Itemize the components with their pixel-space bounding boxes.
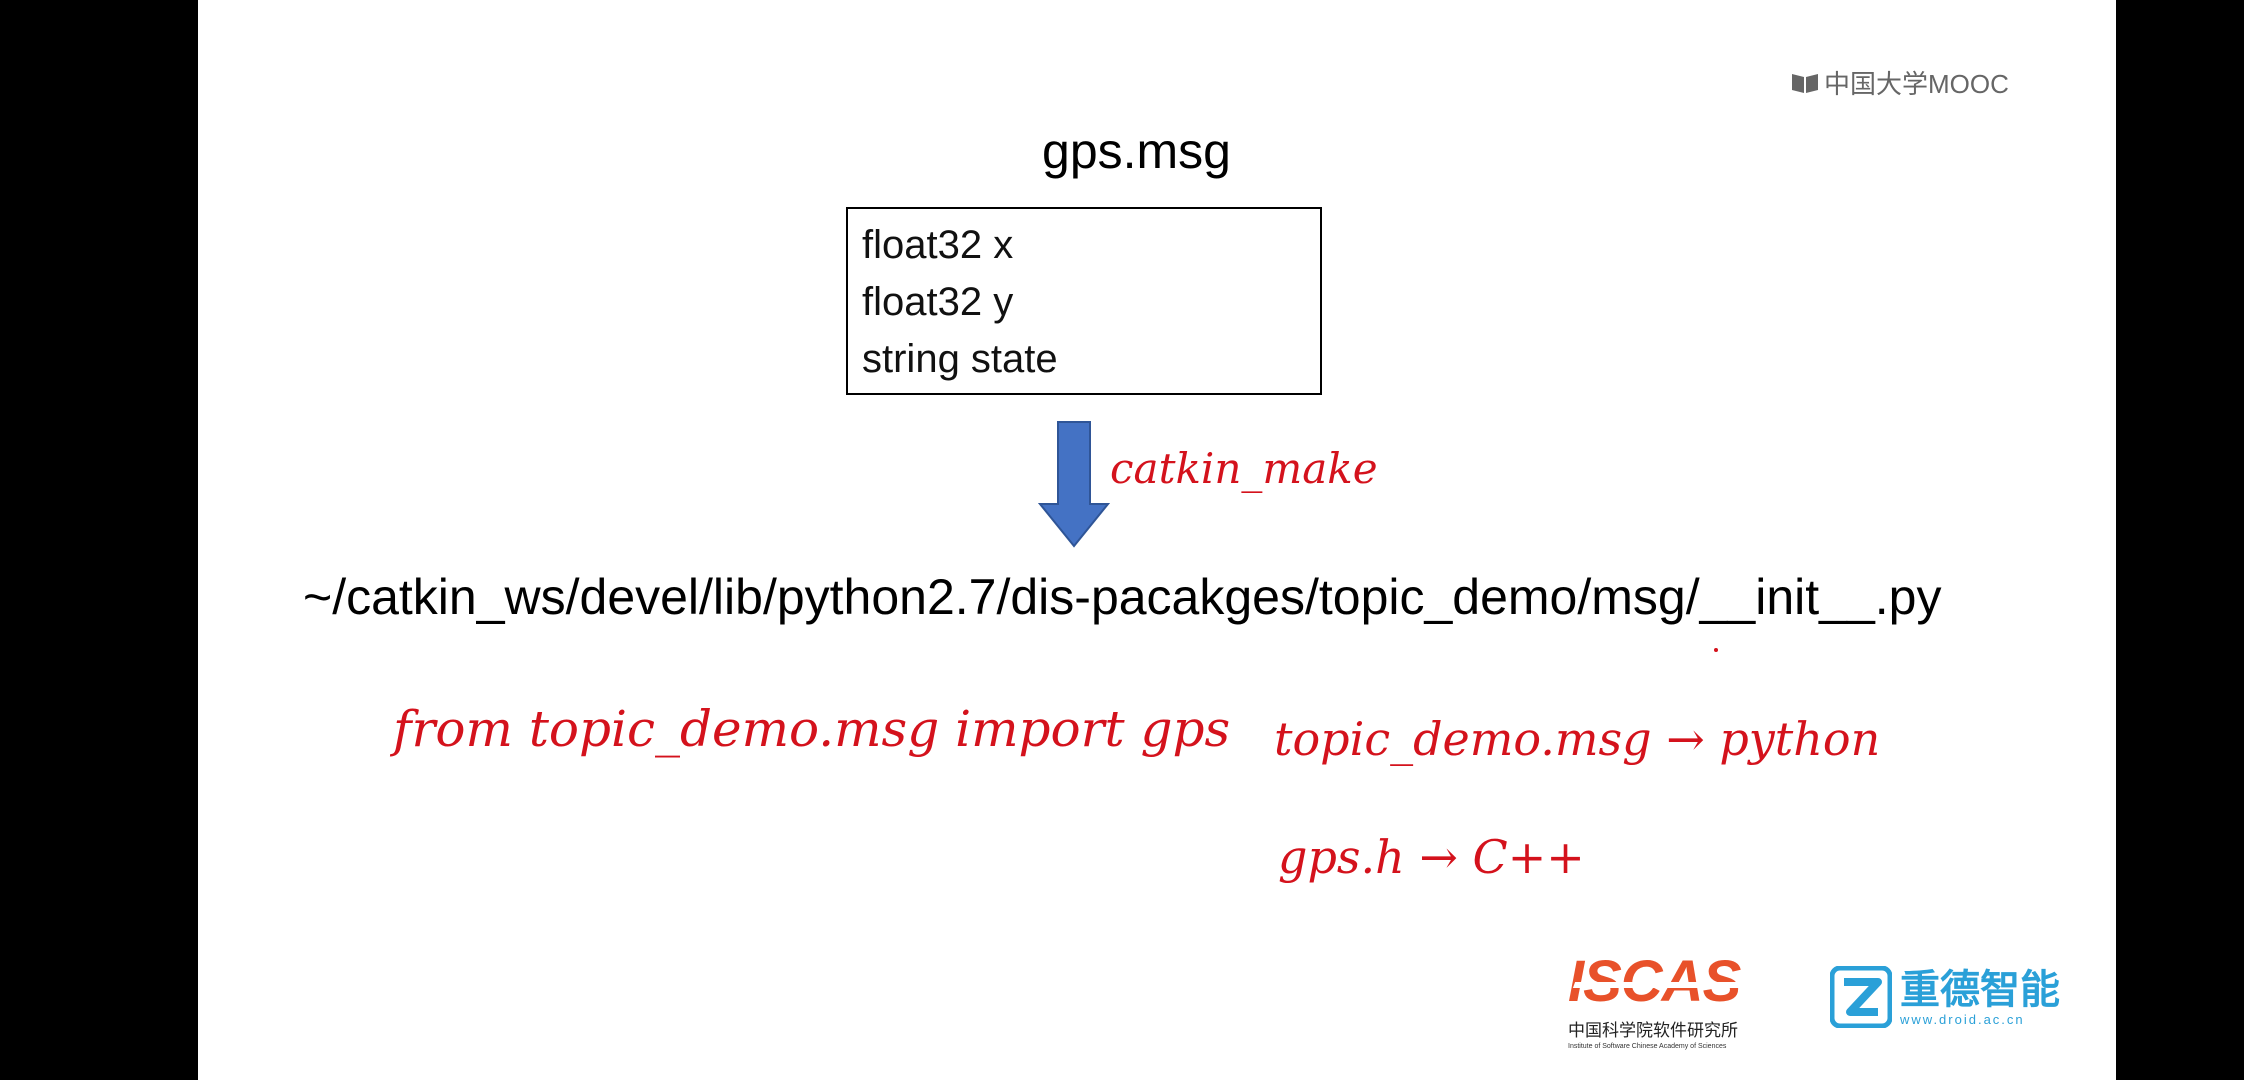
python-mapping-note: topic_demo.msg → python bbox=[1274, 712, 1881, 766]
msg-definition-box: float32 x float32 y string state bbox=[846, 207, 1322, 395]
iscas-wordmark: ISCAS bbox=[1568, 952, 1780, 1012]
mooc-watermark: 中国大学MOOC bbox=[1790, 64, 2009, 101]
droid-name: 重德智能 bbox=[1900, 967, 2060, 1012]
msg-field: float32 x bbox=[862, 223, 1014, 267]
iscas-english-name: Institute of Software Chinese Academy of… bbox=[1568, 1043, 1727, 1050]
droid-z-icon bbox=[1830, 966, 1892, 1028]
generated-file-path: ~/catkin_ws/devel/lib/python2.7/dis-paca… bbox=[303, 569, 1942, 625]
droid-url: www.droid.ac.cn bbox=[1900, 1011, 2025, 1027]
msg-field: string state bbox=[862, 337, 1058, 381]
import-statement-note: from topic_demo.msg import gps bbox=[393, 700, 1231, 758]
catkin-make-annotation: catkin_make bbox=[1110, 444, 1378, 493]
down-arrow-icon bbox=[1038, 421, 1110, 548]
iscas-chinese-name: 中国科学院软件研究所 bbox=[1568, 1021, 1738, 1041]
droid-logo: 重德智能 www.droid.ac.cn bbox=[1830, 966, 2060, 1028]
cpp-mapping-note: gps.h → C++ bbox=[1278, 830, 1585, 884]
mooc-text: 中国大学MOOC bbox=[1824, 69, 2009, 99]
book-icon bbox=[1792, 73, 1818, 93]
ink-dot bbox=[1714, 648, 1718, 652]
iscas-logo: ISCAS 中国科学院软件研究所 Institute of Software C… bbox=[1568, 952, 1780, 1050]
msg-filename: gps.msg bbox=[1042, 123, 1231, 179]
slide: 中国大学MOOC gps.msg float32 x float32 y str… bbox=[198, 0, 2116, 1080]
msg-field: float32 y bbox=[862, 280, 1014, 324]
